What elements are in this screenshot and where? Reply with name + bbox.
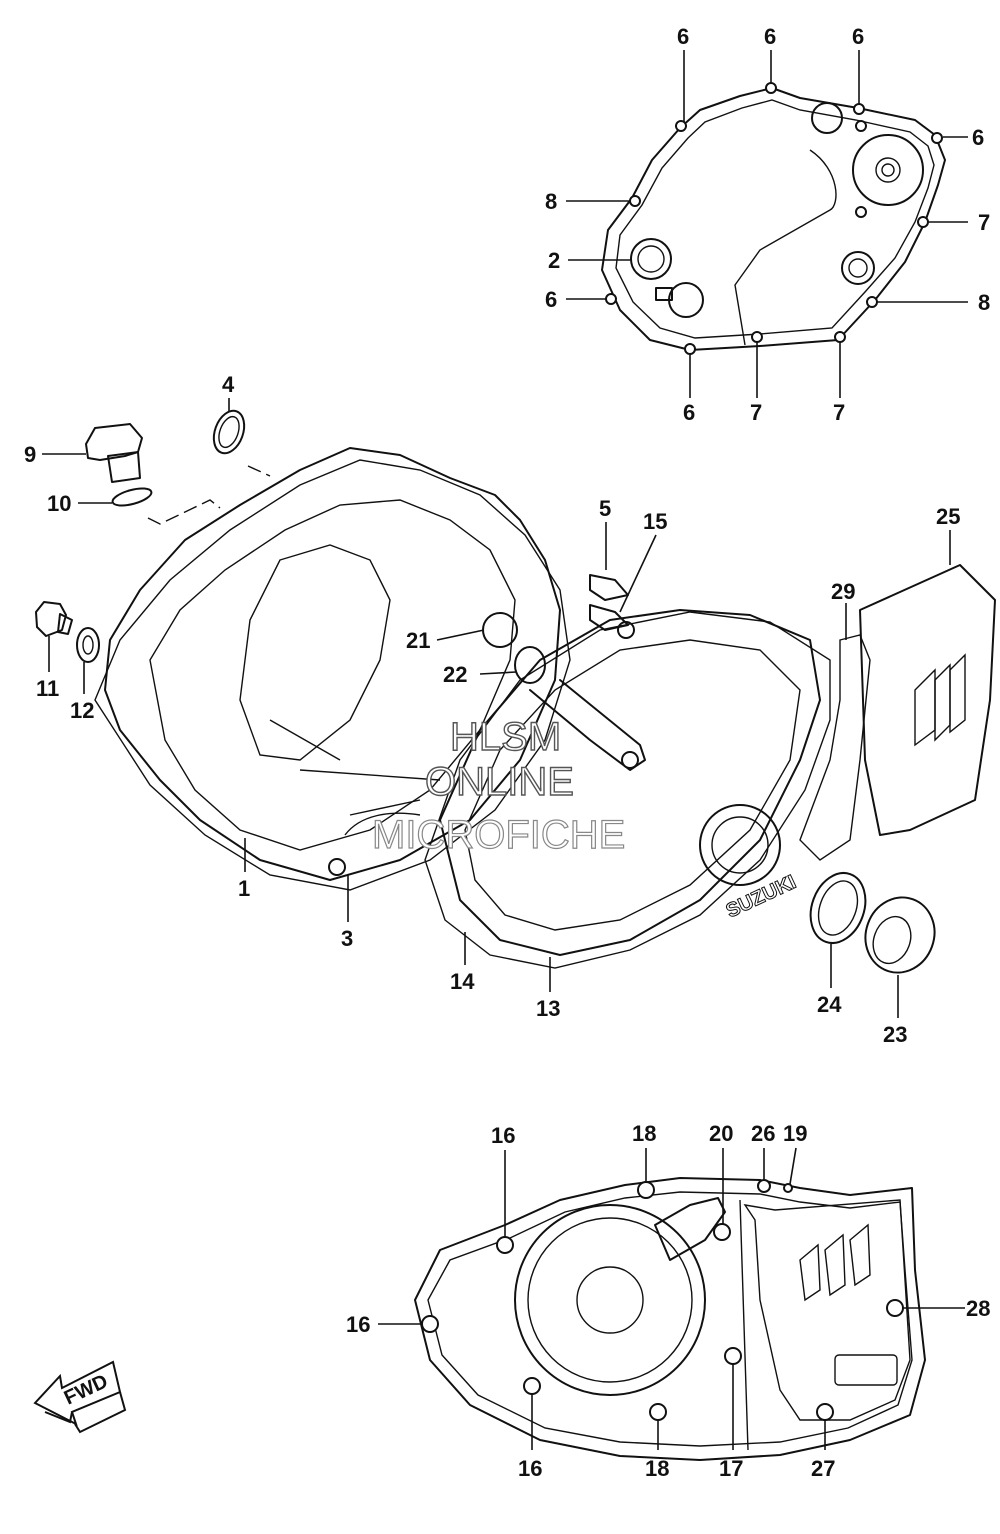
callout-27: 27 (811, 1456, 835, 1481)
callout-28: 28 (966, 1296, 990, 1321)
callout-2: 2 (548, 248, 560, 273)
clutch-cover-drawing (601, 82, 946, 355)
leader-lines (42, 50, 968, 1450)
callout-25: 25 (936, 504, 960, 529)
callout-16: 16 (491, 1123, 515, 1148)
callout-18: 18 (645, 1456, 669, 1481)
callout-10: 10 (47, 491, 71, 516)
callout-15: 15 (643, 509, 667, 534)
callout-24: 24 (817, 992, 842, 1017)
callout-3: 3 (341, 926, 353, 951)
callout-8: 8 (978, 290, 990, 315)
callout-14: 14 (450, 969, 475, 994)
callout-6: 6 (677, 24, 689, 49)
callout-29: 29 (831, 579, 855, 604)
callout-9: 9 (24, 442, 36, 467)
callout-6: 6 (852, 24, 864, 49)
callout-1: 1 (238, 876, 250, 901)
callout-16: 16 (518, 1456, 542, 1481)
watermark-line-2: ONLINE (425, 760, 574, 804)
callout-6: 6 (764, 24, 776, 49)
callout-13: 13 (536, 996, 560, 1021)
callout-6: 6 (972, 125, 984, 150)
callout-23: 23 (883, 1022, 907, 1047)
watermark-line-1: HLSM (450, 715, 561, 759)
callout-8: 8 (545, 189, 557, 214)
callout-5: 5 (599, 496, 611, 521)
callout-20: 20 (709, 1121, 733, 1146)
callout-21: 21 (406, 628, 430, 653)
fwd-arrow: FWD (33, 1360, 127, 1434)
callout-7: 7 (978, 210, 990, 235)
outer-cover-drawing (414, 1177, 926, 1461)
callout-11: 11 (36, 676, 59, 701)
callout-7: 7 (750, 400, 762, 425)
callout-26: 26 (751, 1121, 775, 1146)
callout-4: 4 (222, 372, 235, 397)
callout-7: 7 (833, 400, 845, 425)
callout-22: 22 (443, 662, 467, 687)
callout-16: 16 (346, 1312, 370, 1337)
callout-6: 6 (683, 400, 695, 425)
callout-17: 17 (719, 1456, 743, 1481)
callout-6: 6 (545, 287, 557, 312)
callout-labels: 6 6 6 6 8 7 2 6 8 6 7 7 4 9 10 11 12 1 3… (24, 24, 990, 1481)
callout-18: 18 (632, 1121, 656, 1146)
watermark-line-3: MICROFICHE (372, 813, 625, 857)
callout-12: 12 (70, 698, 94, 723)
callout-19: 19 (783, 1121, 807, 1146)
watermark: HLSM ONLINE MICROFICHE (371, 714, 626, 857)
crankcase-cover-drawing (35, 409, 996, 974)
